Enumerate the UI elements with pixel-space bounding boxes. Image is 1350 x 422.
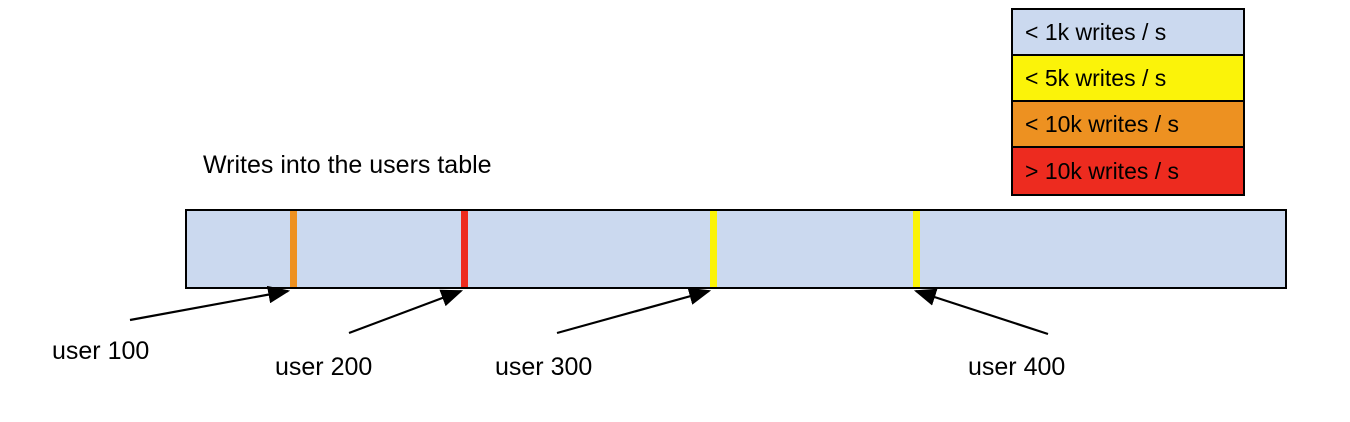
- user-100-arrow: [129, 285, 291, 322]
- legend-item-label: > 10k writes / s: [1025, 157, 1180, 184]
- legend-item-under-5k: < 5k writes / s: [1013, 56, 1243, 102]
- user-300-arrow: [556, 287, 712, 335]
- user-200-stripe: [461, 211, 468, 287]
- legend-item-under-10k: < 10k writes / s: [1013, 102, 1243, 148]
- user-200-arrow: [348, 289, 464, 335]
- user-100-stripe: [290, 211, 297, 287]
- callout-label-user-400: user 400: [968, 353, 1066, 381]
- chart-title: Writes into the users table: [203, 151, 492, 179]
- callout-label-user-100: user 100: [52, 337, 150, 365]
- legend: < 1k writes / s < 5k writes / s < 10k wr…: [1011, 8, 1245, 196]
- legend-item-label: < 10k writes / s: [1025, 110, 1180, 137]
- legend-item-under-1k: < 1k writes / s: [1013, 10, 1243, 56]
- users-table-bar: [185, 209, 1287, 289]
- legend-item-over-10k: > 10k writes / s: [1013, 148, 1243, 194]
- legend-item-label: < 5k writes / s: [1025, 64, 1167, 91]
- legend-item-label: < 1k writes / s: [1025, 18, 1167, 45]
- callout-label-user-200: user 200: [275, 353, 373, 381]
- callout-label-user-300: user 300: [495, 353, 593, 381]
- user-300-stripe: [710, 211, 717, 287]
- user-400-arrow: [913, 288, 1049, 336]
- user-400-stripe: [913, 211, 920, 287]
